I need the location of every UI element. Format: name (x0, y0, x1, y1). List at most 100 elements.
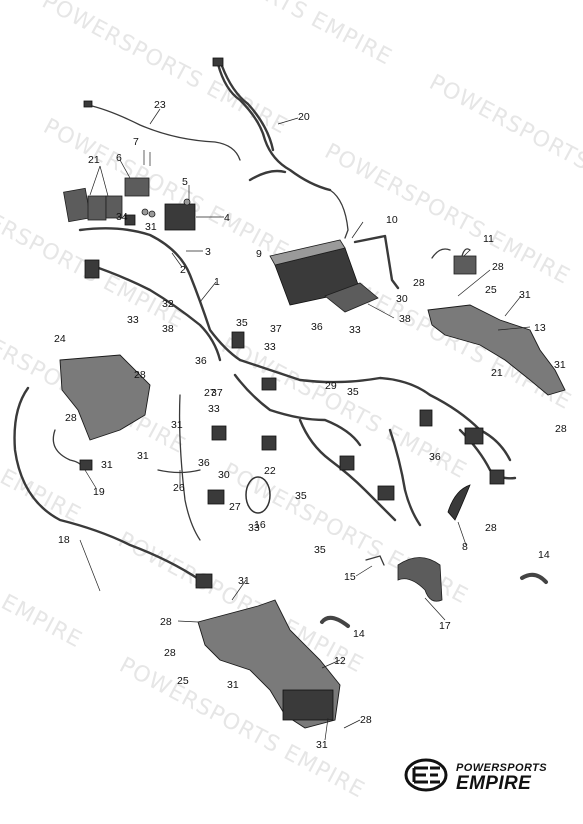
callout-label: 33 (264, 341, 276, 353)
callout-label: 14 (538, 549, 550, 561)
callout-label: 34 (116, 211, 128, 223)
callout-label: 16 (254, 519, 266, 531)
callout-label: 14 (353, 628, 365, 640)
upper-harness-branch (220, 64, 275, 152)
callout-label: 31 (238, 575, 250, 587)
callout-label: 17 (439, 620, 451, 632)
callout-labels: 1 2 3 4 5 6 7 8 9 10 11 12 13 14 14 15 1… (54, 99, 567, 751)
main-harness (78, 227, 242, 362)
battery-top (269, 239, 346, 266)
callout-label: 30 (396, 293, 408, 305)
callout-label: 31 (171, 419, 183, 431)
callout-label: 31 (227, 679, 239, 691)
leader-line (149, 108, 161, 125)
callout-label: 1 (214, 276, 220, 288)
connector (84, 259, 100, 279)
upper-harness (216, 62, 332, 192)
leader-line (457, 269, 491, 297)
antenna-connector (83, 100, 93, 108)
brand-logo-icon (404, 758, 448, 792)
callout-label: 27 (229, 501, 241, 513)
callout-label: 35 (314, 544, 326, 556)
main-harness-lower (388, 428, 422, 527)
sensor-8 (447, 484, 471, 521)
wire-19 (52, 429, 85, 469)
leader-line (355, 565, 373, 577)
brand-name-bottom: EMPIRE (456, 773, 532, 794)
leader-line (199, 281, 217, 303)
bracket-12-box (282, 689, 334, 721)
connector (261, 435, 277, 451)
callout-label: 8 (462, 541, 468, 553)
wire-18 (13, 386, 202, 582)
leader-line (367, 303, 395, 319)
callout-label: 2 (180, 264, 186, 276)
callout-label: 9 (256, 248, 262, 260)
callout-label: 28 (360, 714, 372, 726)
callout-label: 35 (347, 386, 359, 398)
callout-label: 33 (248, 522, 260, 534)
callout-label: 38 (399, 313, 411, 325)
callout-label: 28 (492, 261, 504, 273)
leader-line (231, 579, 247, 601)
clip-32 (141, 208, 149, 216)
leader-line (497, 326, 531, 331)
relay-block (63, 187, 91, 223)
fuse-35 (124, 214, 136, 226)
callout-label: 36 (198, 457, 210, 469)
connector (377, 485, 395, 501)
callout-label: 25 (177, 675, 189, 687)
guard-14 (520, 572, 548, 584)
upper-harness-lead (329, 189, 349, 239)
callout-label: 24 (54, 333, 66, 345)
leader-line (424, 597, 446, 621)
callout-label: 30 (218, 469, 230, 481)
callout-label: 23 (154, 99, 166, 111)
guard-14 (320, 615, 350, 628)
callout-label: 6 (116, 152, 122, 164)
watermark-text: POWERSPORTS EMPIRE (320, 139, 574, 290)
leader-line (177, 620, 199, 623)
callout-label: 22 (264, 465, 276, 477)
callout-label: 12 (334, 655, 346, 667)
callout-label: 31 (519, 289, 531, 301)
callout-label: 36 (311, 321, 323, 333)
callout-label: 33 (208, 403, 220, 415)
callout-label: 28 (134, 369, 146, 381)
leader-line (457, 521, 467, 546)
callout-label: 36 (195, 355, 207, 367)
callout-label: 28 (485, 522, 497, 534)
callout-label: 4 (224, 212, 230, 224)
leader-line (79, 539, 101, 592)
leader-line (84, 469, 97, 489)
leader-line (89, 165, 101, 196)
clip-15 (365, 555, 385, 566)
callout-label: 37 (270, 323, 282, 335)
leader-line (463, 249, 471, 257)
connector (261, 377, 277, 391)
callout-label: 15 (344, 571, 356, 583)
callout-label: 18 (58, 534, 70, 546)
callout-label: 38 (162, 323, 174, 335)
callout-label: 28 (160, 616, 172, 628)
callout-label: 26 (173, 482, 185, 494)
leader-line (321, 659, 341, 669)
leader-line (171, 252, 183, 268)
callout-label: 31 (316, 739, 328, 751)
ring-34 (245, 476, 271, 514)
callout-label: 13 (534, 322, 546, 334)
leader-line (99, 165, 109, 197)
connector (207, 489, 225, 505)
battery-strap (353, 234, 400, 290)
callout-label: 3 (205, 246, 211, 258)
connector (211, 425, 227, 441)
callout-label: 28 (413, 277, 425, 289)
harness-lead-26 (178, 394, 201, 541)
connector (489, 469, 505, 485)
callout-label: 21 (491, 367, 503, 379)
relay-11-leads (431, 248, 471, 259)
callout-label: 31 (554, 359, 566, 371)
callout-label: 37 (211, 387, 223, 399)
